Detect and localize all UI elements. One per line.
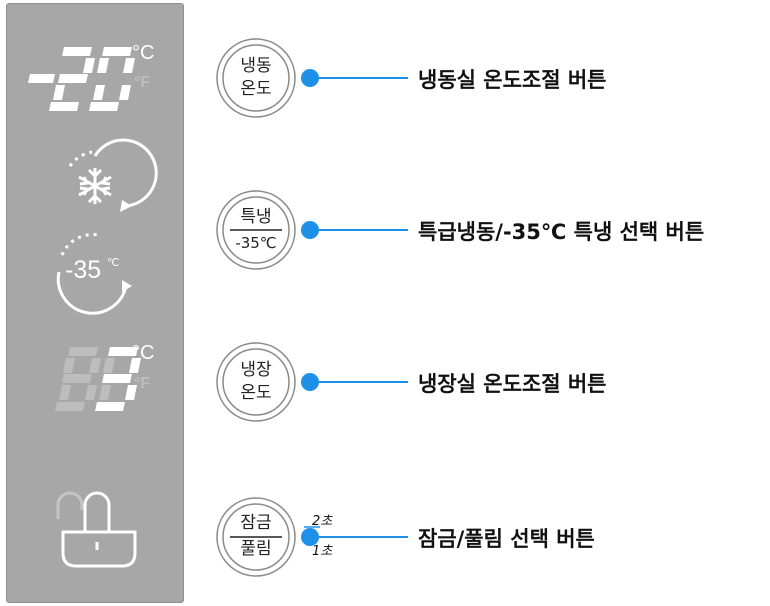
fridge-temp-display [55, 347, 141, 411]
callout-leader-2 [301, 221, 408, 239]
hold-time-lock: 2초 [312, 514, 333, 529]
freezer-button-line1: 냉동 [240, 56, 272, 76]
deep-freeze-icon [56, 233, 132, 315]
callout-leader-4 [301, 526, 408, 546]
express-button-line2: -35℃ [235, 234, 277, 252]
deep-freeze-label: -35 [65, 256, 102, 284]
fridge-unit-c: °C [132, 342, 155, 364]
lock-button-line1: 잠금 [240, 513, 272, 533]
fridge-button-line2: 온도 [240, 383, 272, 403]
freezer-unit-f: °F [134, 74, 151, 91]
fridge-button-line1: 냉장 [240, 360, 272, 380]
lock-icon [56, 491, 137, 568]
fridge-unit-f: °F [134, 375, 151, 392]
hold-time-unlock: 1초 [312, 544, 333, 559]
callout-express-freeze: 특급냉동/-35℃ 특냉 선택 버튼 [418, 220, 705, 244]
deep-freeze-unit: ℃ [107, 257, 120, 269]
express-freeze-icon [68, 138, 158, 212]
lock-button-line2: 풀림 [240, 539, 272, 559]
callout-lock-unlock: 잠금/풀림 선택 버튼 [418, 527, 595, 551]
callout-leader-3 [301, 373, 408, 391]
callout-leader-1 [301, 69, 408, 87]
fridge-temp-button[interactable] [216, 342, 296, 422]
express-button-line1: 특냉 [240, 207, 272, 227]
freezer-unit-c: °C [132, 42, 155, 64]
callout-fridge-temp: 냉장실 온도조절 버튼 [418, 372, 607, 396]
callout-freezer-temp: 냉동실 온도조절 버튼 [418, 68, 607, 92]
freezer-temp-display [28, 47, 135, 111]
freezer-button-line2: 온도 [240, 79, 272, 99]
freezer-temp-button[interactable] [216, 38, 296, 118]
